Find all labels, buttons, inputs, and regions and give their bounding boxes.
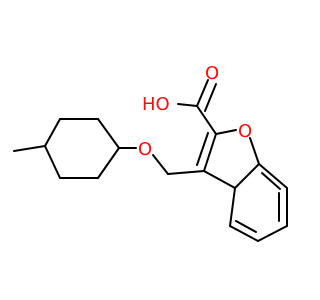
c2-carboxyl-bond	[196, 105, 217, 135]
ring-oxygen-label: O	[238, 121, 252, 142]
benzene-inner-double-bond	[235, 220, 257, 233]
methyl-bond	[13, 145, 46, 152]
benzene-bond	[229, 225, 259, 242]
benzofuran-core: O	[196, 121, 288, 242]
benzene-inner-double-bond	[261, 172, 281, 190]
o1-c7a-bond	[249, 137, 260, 165]
hydroxyl-bond	[177, 103, 198, 107]
structure-diagram: O O O HO	[13, 63, 288, 242]
cyclohexane-bond	[97, 118, 120, 149]
benzene-bond	[229, 187, 236, 227]
benzene-bond	[257, 225, 288, 242]
carboxylic-acid-group: O HO	[142, 63, 219, 135]
ether-oxygen-label: O	[138, 139, 152, 160]
carbonyl-double-bond	[196, 79, 209, 107]
hydroxyl-label: HO	[142, 94, 170, 115]
ether-linkage: O	[118, 139, 205, 175]
c3-c2-double-bond	[196, 132, 209, 166]
c2-o1-bond	[215, 129, 237, 135]
cyclohexane-bond	[97, 147, 120, 179]
methylene-bond	[167, 170, 205, 175]
cyclohexane-bond	[44, 118, 61, 147]
ether-bond	[152, 154, 169, 175]
benzene-bond	[258, 163, 288, 189]
carbonyl-oxygen-label: O	[205, 63, 219, 84]
c3-c3a-bond	[203, 170, 236, 189]
methylcyclohexyl-group	[13, 118, 120, 179]
c3-c2-bond	[203, 133, 217, 172]
benzene-bond	[234, 163, 260, 189]
cyclohexane-bond	[44, 145, 61, 179]
carbonyl-double-bond	[204, 83, 217, 112]
